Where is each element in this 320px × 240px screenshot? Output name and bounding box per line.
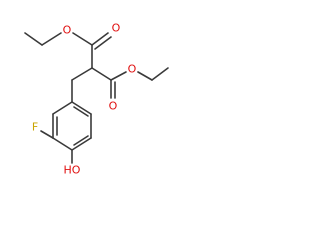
bond-ch-c2: [91, 67, 112, 81]
bond-ring-f: [40, 130, 54, 139]
ring-bond-3: [52, 137, 73, 151]
bond-carbonyl1-a: [91, 32, 109, 46]
ring-double-3: [73, 106, 89, 117]
atom-fluorine: F: [32, 121, 38, 134]
atom-hydroxyl: HO: [64, 164, 81, 177]
bonds: [24, 32, 169, 164]
ring-bond-4: [71, 137, 92, 151]
bond-ester1-o-c: [72, 32, 93, 46]
bond-c2-o-ester: [110, 71, 127, 81]
molecule-diagram: O O O O F HO: [24, 22, 169, 177]
ring-bond-6: [71, 101, 92, 115]
atom-o-ester-2: O: [128, 63, 137, 76]
ring-bond-1: [52, 101, 73, 115]
bond-ethyl1-ch3: [24, 32, 43, 46]
atom-o-ester-1: O: [63, 24, 72, 37]
bond-carbonyl1-b: [94, 36, 112, 50]
bond-ch-ch2: [71, 67, 93, 81]
ring-double-2: [73, 135, 89, 146]
bond-ester2-o-ch2: [137, 71, 153, 81]
bond-ethyl2-ch3: [151, 67, 169, 81]
atom-labels: O O O O F HO: [32, 22, 137, 177]
atom-o-carbonyl-1: O: [112, 22, 121, 35]
bond-ethyl1-ch2-o: [41, 32, 62, 46]
atom-o-carbonyl-2: O: [109, 100, 118, 113]
